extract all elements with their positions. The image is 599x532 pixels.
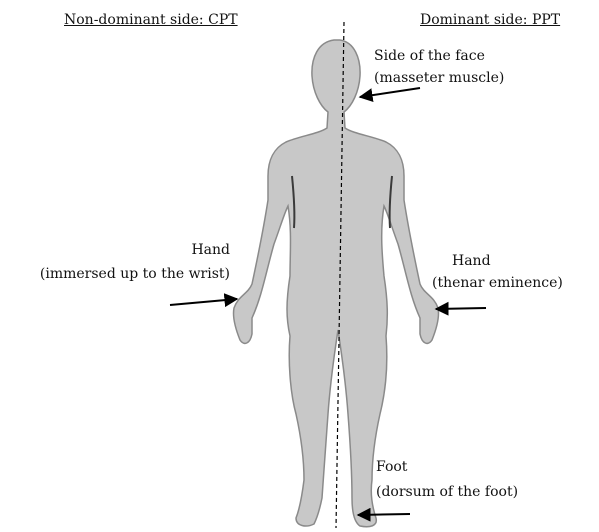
right-hand-arrow xyxy=(436,308,486,309)
face-arrow xyxy=(360,88,420,97)
foot-label-line2: (dorsum of the foot) xyxy=(376,482,518,502)
foot-label-line1: Foot xyxy=(376,457,407,477)
right-hand-label-line1: Hand xyxy=(452,251,491,271)
left-hand-label-line2: (immersed up to the wrist) xyxy=(10,264,230,284)
left-hand-arrow xyxy=(170,299,237,305)
human-silhouette xyxy=(233,40,438,527)
foot-arrow xyxy=(358,514,410,515)
right-hand-label-line2: (thenar eminence) xyxy=(432,273,563,293)
header-non-dominant: Non-dominant side: CPT xyxy=(64,10,238,30)
face-label-line1: Side of the face xyxy=(374,46,485,66)
body-outline xyxy=(233,40,438,527)
face-label-line2: (masseter muscle) xyxy=(374,68,504,88)
left-hand-label-line1: Hand xyxy=(10,240,230,260)
header-dominant: Dominant side: PPT xyxy=(420,10,560,30)
